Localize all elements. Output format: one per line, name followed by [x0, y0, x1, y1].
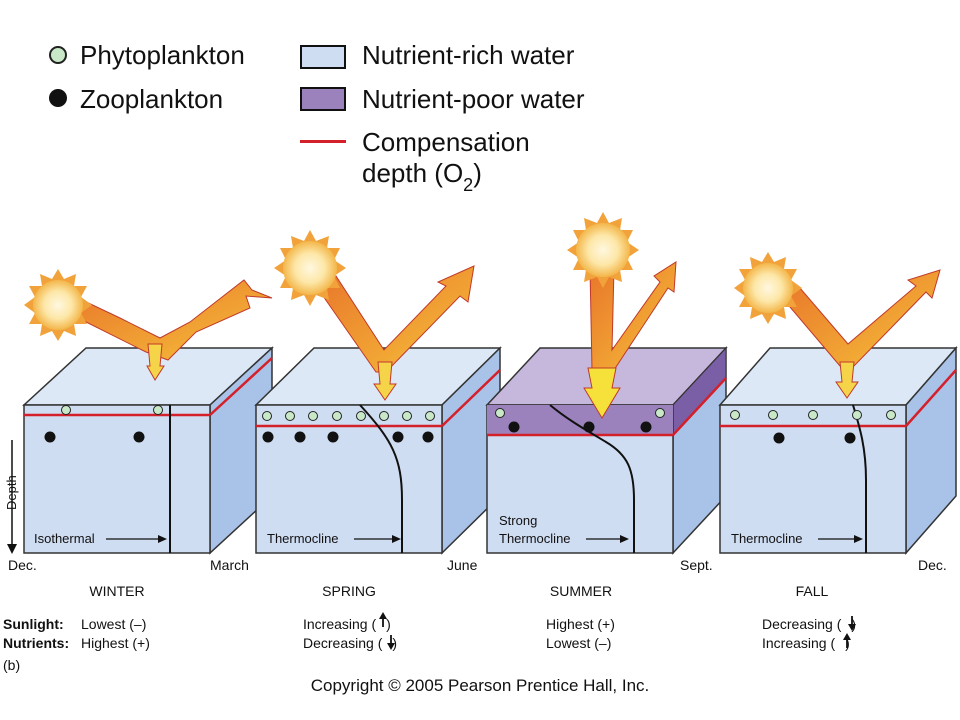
legend-nutrient-poor-label: Nutrient-poor water — [362, 84, 585, 114]
legend-compensation-label-2: depth (O2) — [362, 158, 482, 195]
nutrient-poor-swatch — [300, 87, 346, 111]
summer-sunlight: Highest (+) — [546, 616, 615, 632]
sun-spring-rays — [274, 230, 346, 306]
season-fall: FALL — [795, 583, 829, 599]
summer-nutrients: Lowest (–) — [546, 635, 612, 651]
arrow-spring-down-icon — [387, 635, 395, 650]
copyright-text: Copyright © 2005 Pearson Prentice Hall, … — [310, 676, 650, 695]
spring-label: Thermocline — [267, 531, 339, 546]
winter-sunlight: Lowest (–) — [81, 616, 147, 632]
nutrients-row-label: Nutrients: — [3, 635, 70, 651]
month-dec-start: Dec. — [8, 557, 37, 573]
month-march: March — [210, 557, 249, 573]
legend-zooplankton-label: Zooplankton — [80, 84, 224, 114]
nutrient-rich-swatch — [300, 45, 346, 69]
season-summer: SUMMER — [549, 583, 613, 599]
arrow-fall-up-icon — [843, 633, 851, 648]
phytoplankton-legend-dot — [49, 46, 67, 64]
sun-summer-rays — [567, 212, 639, 288]
season-spring: SPRING — [322, 583, 376, 599]
summer-label-strong: Strong — [499, 513, 537, 528]
winter-nutrients: Highest (+) — [81, 635, 150, 651]
legend-nutrient-rich-label: Nutrient-rich water — [362, 40, 575, 70]
arrow-spring-up-icon — [379, 612, 387, 627]
season-winter: WINTER — [89, 583, 145, 599]
depth-label: Depth — [4, 475, 19, 510]
block-winter: Isothermal — [22, 346, 274, 555]
legend-compensation-label-1: Compensation — [362, 127, 530, 157]
winter-label: Isothermal — [34, 531, 95, 546]
sun-spring — [274, 230, 475, 401]
zooplankton-legend-dot — [49, 89, 67, 107]
panel-label: (b) — [3, 657, 21, 673]
sun-fall — [734, 252, 941, 399]
depth-axis: Depth — [4, 440, 19, 554]
fall-sunlight: Decreasing () — [762, 616, 857, 632]
sun-fall-rays — [734, 252, 802, 324]
fall-nutrients: Increasing () — [762, 635, 850, 651]
legend-phytoplankton-label: Phytoplankton — [80, 40, 245, 70]
sun-summer — [567, 212, 677, 419]
summer-label: Thermocline — [499, 531, 571, 546]
month-sept: Sept. — [680, 557, 713, 573]
fall-label: Thermocline — [731, 531, 803, 546]
spring-nutrients: Decreasing () — [303, 635, 398, 651]
compensation-depth-swatch — [300, 140, 346, 143]
arrow-fall-down-icon — [848, 616, 856, 631]
sun-winter-rays — [24, 269, 92, 341]
sunlight-row-label: Sunlight: — [3, 616, 64, 632]
spring-sunlight: Increasing () — [303, 616, 391, 632]
month-dec-end: Dec. — [918, 557, 947, 573]
block-spring: Thermocline — [254, 346, 502, 555]
block-fall: Thermocline — [718, 346, 958, 555]
sun-winter — [24, 269, 273, 381]
month-june: June — [447, 557, 478, 573]
